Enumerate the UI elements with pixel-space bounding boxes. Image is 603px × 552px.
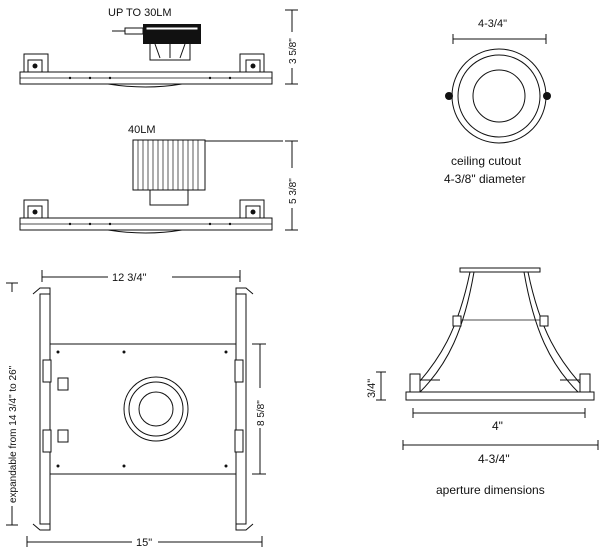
frame-expand-dim: expandable from 14 3/4" to 26" xyxy=(8,365,19,503)
view2-title: 40LM xyxy=(128,124,156,136)
aperture-inner-dim: 4" xyxy=(492,419,503,433)
frame-width-dim: 12 3/4" xyxy=(112,272,147,284)
view2-height-dim: 5 3/8" xyxy=(288,178,299,204)
reflector-left-curve xyxy=(411,271,471,391)
side-view-40lm: 40LM 5 xyxy=(19,124,299,234)
view1-height-dim: 3 5/8" xyxy=(288,38,299,64)
frame-depth-dim: 8 5/8" xyxy=(256,400,267,426)
trim-spring-left xyxy=(445,92,453,100)
cutout-caption-line2: 4-3/8" diameter xyxy=(444,172,526,186)
aperture-height-dim: 3/4" xyxy=(366,379,378,398)
frame-top-view: 12 3/4" expandable from 14 3/4" to 26" xyxy=(6,270,267,549)
view1-title: UP TO 30LM xyxy=(108,7,172,19)
trim-top-view: 4-3/4" ceiling cutout 4-3/8" diameter xyxy=(444,18,551,186)
trim-spring-right xyxy=(543,92,551,100)
cutout-caption-line1: ceiling cutout xyxy=(451,154,522,168)
trim-width-dim: 4-3/4" xyxy=(478,18,507,30)
aperture-section-view: 3/4" 4" 4-3/4" aperture dimensions xyxy=(366,267,599,497)
aperture-caption: aperture dimensions xyxy=(436,483,545,497)
heat-sink-large xyxy=(132,139,206,191)
side-view-30lm: UP TO 30LM 3 5/8" xyxy=(19,7,299,88)
frame-bottom-dim: 15" xyxy=(136,537,152,549)
aperture-outer-dim: 4-3/4" xyxy=(478,452,510,466)
